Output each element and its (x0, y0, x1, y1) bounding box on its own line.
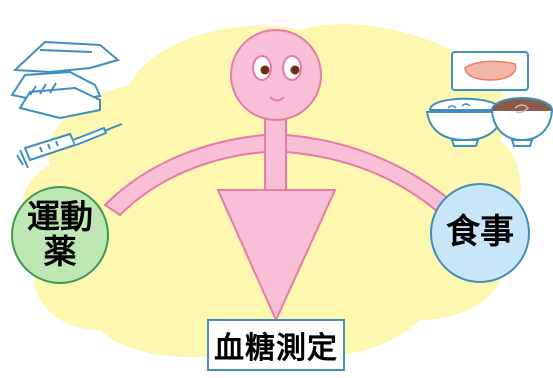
figure-body-triangle (216, 189, 337, 323)
bottom-label-box (207, 319, 345, 371)
left-circle (11, 186, 109, 284)
left-label-line2: 薬 (43, 232, 77, 271)
soup-bowl-icon (491, 97, 553, 147)
right-circle (430, 183, 530, 283)
shoes-and-towel-icon (10, 40, 121, 120)
figure-smile (269, 96, 285, 102)
figure-neck (264, 111, 287, 193)
syringe-icon (16, 123, 123, 169)
right-circle-label: 食事 (426, 185, 534, 281)
left-pupil (260, 65, 270, 75)
left-circle-label: 運動 薬 (10, 186, 110, 284)
right-label-text: 食事 (446, 212, 514, 253)
right-pupil (290, 65, 300, 75)
figure-head (230, 29, 322, 121)
meat-plate-icon (451, 51, 529, 91)
bottom-label: 血糖測定 (214, 331, 338, 366)
left-label-line1: 運動 (27, 197, 93, 237)
